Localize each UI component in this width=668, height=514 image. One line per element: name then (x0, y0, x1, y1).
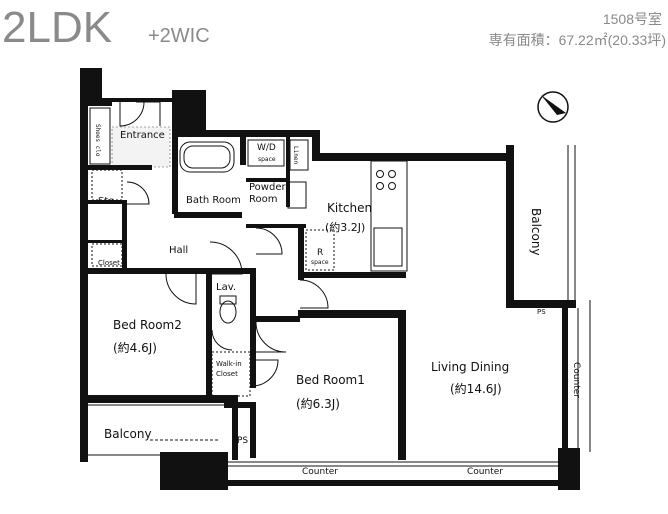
door-swings (119, 101, 329, 387)
label-wd-space: space (258, 156, 276, 163)
label-counter-3: Counter (571, 362, 581, 398)
room-labels: Entrance Shoes clo W/D space Linen Bath … (94, 124, 581, 477)
label-living-size: (約14.6J) (450, 381, 502, 396)
north-arrow-icon (537, 91, 569, 123)
layout-type: 2LDK (2, 3, 112, 52)
label-wd: W/D (257, 143, 276, 153)
label-ps-2: PS (237, 436, 248, 446)
label-balcony-left: Balcony (104, 427, 152, 441)
label-balcony-right: Balcony (529, 208, 543, 256)
layout-extra: +2WIC (148, 25, 210, 47)
label-kitchen-size: (約3.2J) (325, 220, 365, 234)
floor-fills (111, 126, 575, 303)
area-text: 専有面積：67.22㎡(20.33坪) (489, 32, 666, 48)
label-ps-1: PS (537, 308, 546, 316)
label-bedroom1: Bed Room1 (296, 373, 365, 387)
label-counter-1: Counter (302, 467, 338, 477)
label-lav: Lav. (216, 282, 236, 293)
label-living: Living Dining (431, 360, 509, 374)
label-bedroom2-size: (約4.6J) (113, 340, 157, 355)
label-sto: Sto. (98, 196, 117, 207)
label-kitchen: Kitchen (327, 201, 372, 215)
label-entrance: Entrance (120, 130, 165, 141)
label-r-space-2: space (311, 259, 329, 266)
label-closet: Closet (98, 259, 120, 267)
label-hall: Hall (169, 245, 188, 256)
unit-number: 1508号室 (603, 11, 662, 27)
label-shoes-cl: Shoes clo (94, 124, 101, 157)
label-walkin-1: Walk-in (216, 360, 242, 368)
label-powder-1: Powder (249, 182, 286, 193)
label-bath: Bath Room (186, 195, 241, 206)
label-powder-2: Room (249, 194, 277, 205)
thin-lines (80, 107, 591, 467)
label-linen: Linen (292, 146, 299, 164)
label-walkin-2: Closet (216, 370, 238, 378)
label-bedroom2: Bed Room2 (113, 318, 182, 332)
walls (80, 68, 580, 490)
label-r-space: R (317, 248, 323, 258)
label-bedroom1-size: (約6.3J) (296, 396, 340, 411)
label-counter-2: Counter (467, 467, 503, 477)
